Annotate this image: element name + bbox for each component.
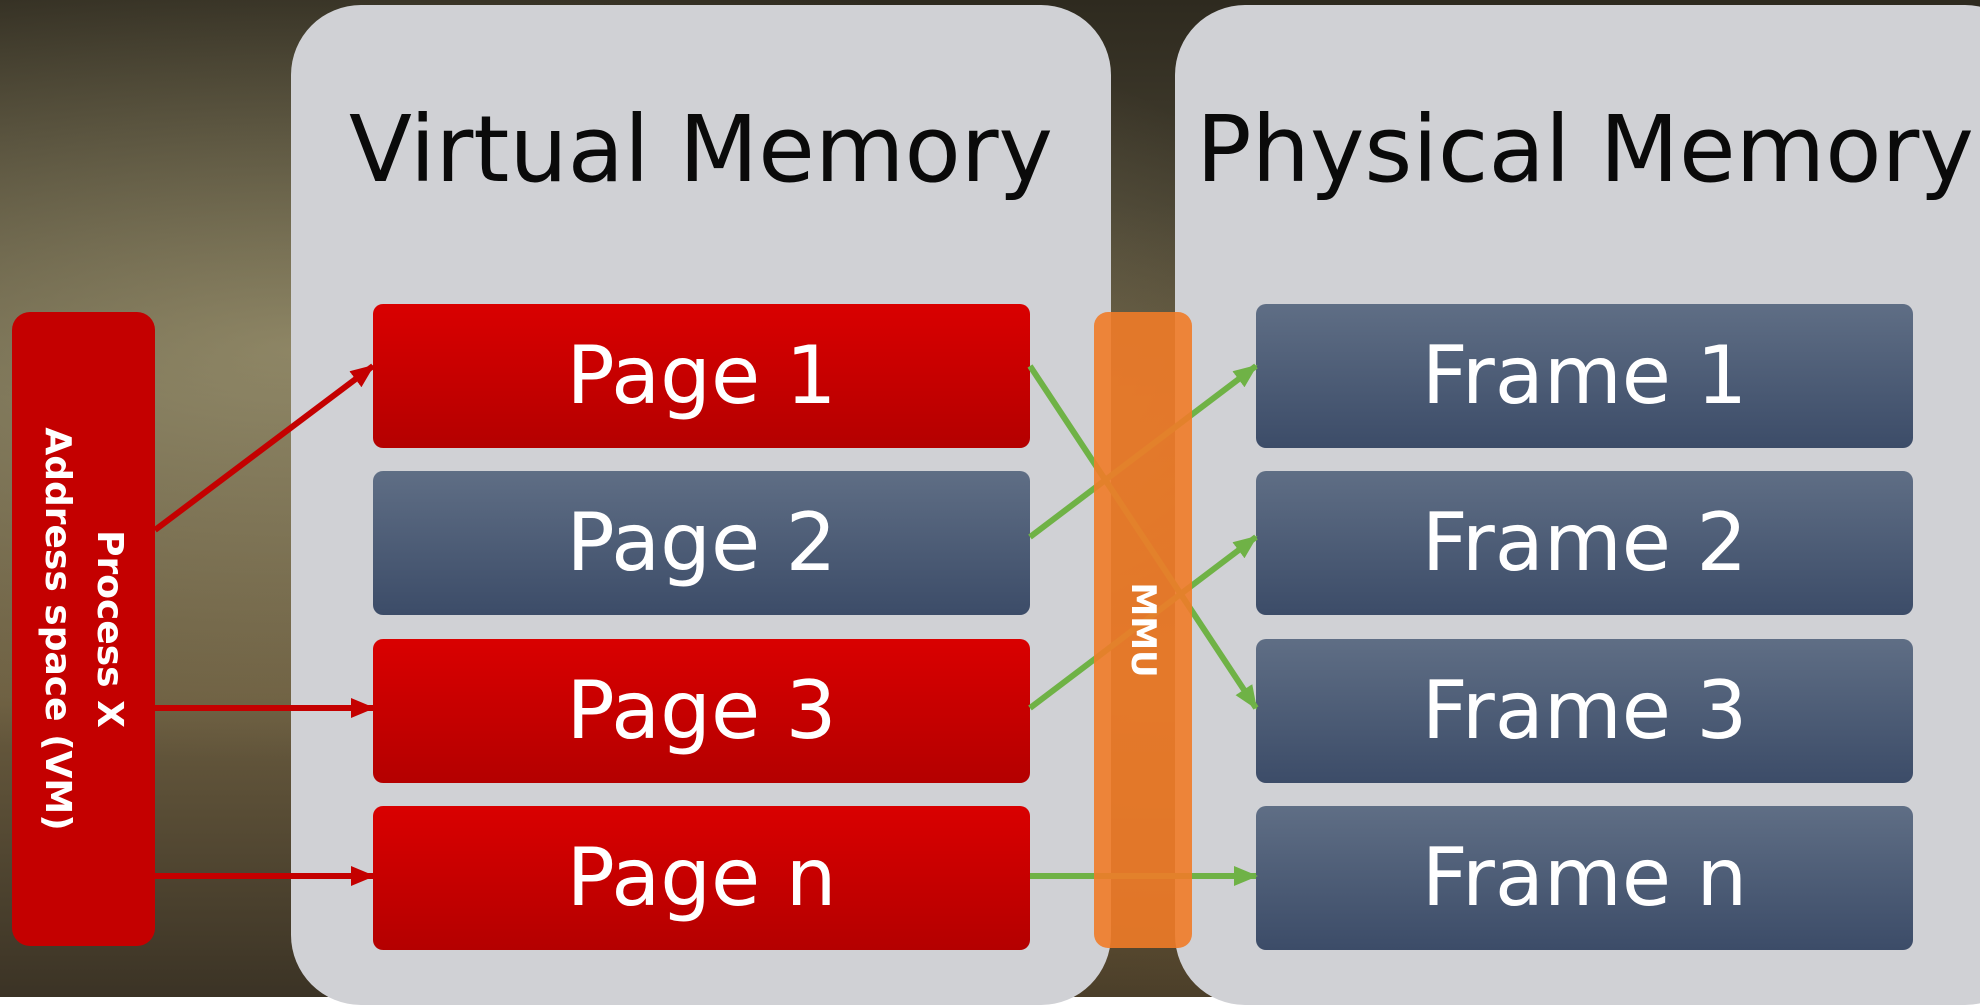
page-n-box: Page n: [373, 806, 1030, 950]
frame-1-box: Frame 1: [1256, 304, 1913, 448]
arrow-process-x-to-page-1: [153, 363, 375, 533]
process-address-space-box: [12, 312, 155, 946]
page-1-box: Page 1: [373, 304, 1030, 448]
mmu-bar: [1094, 312, 1192, 948]
page-3-box: Page 3: [373, 639, 1030, 783]
frame-n-box: Frame n: [1256, 806, 1913, 950]
frame-3-box: Frame 3: [1256, 639, 1913, 783]
page-2-box: Page 2: [373, 471, 1030, 615]
virtual-memory-title: Virtual Memory: [348, 96, 1053, 203]
frame-2-box: Frame 2: [1256, 471, 1913, 615]
physical-memory-title: Physical Memory: [1196, 96, 1974, 203]
